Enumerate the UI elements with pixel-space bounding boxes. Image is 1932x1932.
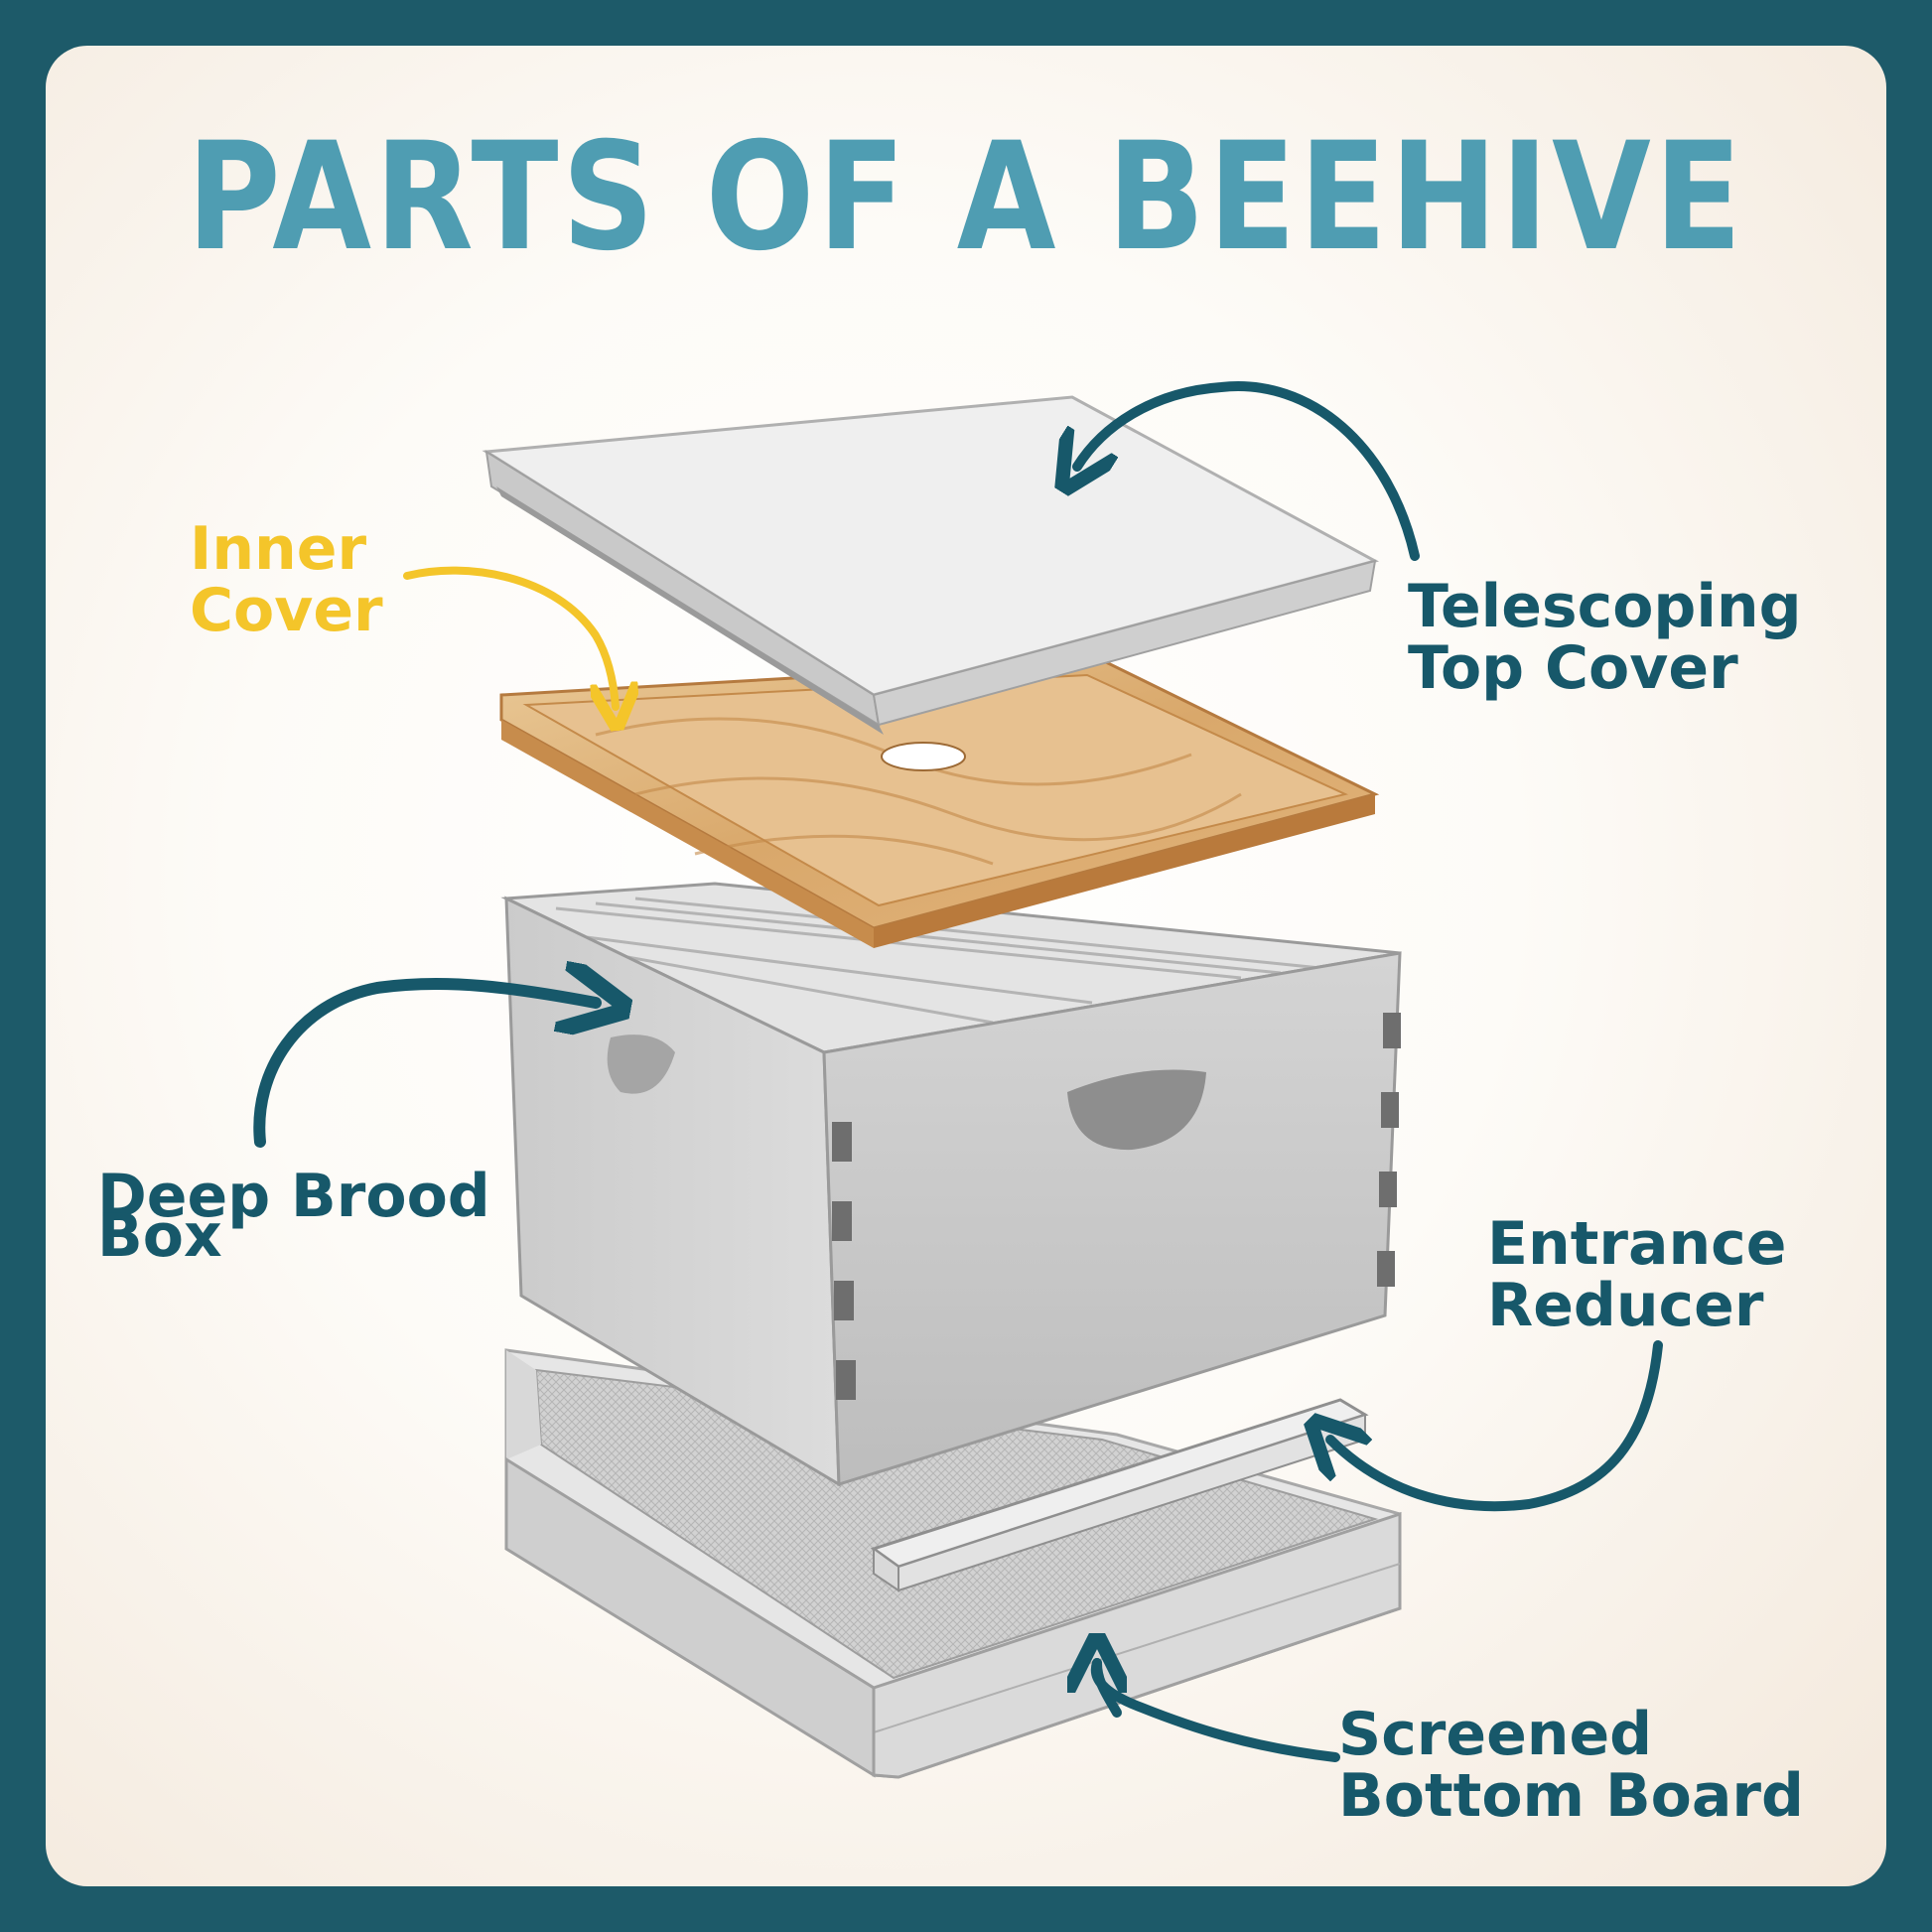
inner-cover-label: Inner Cover: [190, 514, 383, 645]
deep-brood-box-illustration: [500, 882, 1402, 1487]
inner-cover-illustration: [499, 658, 1380, 948]
page-title: PARTS OF A BEEHIVE: [187, 111, 1745, 284]
beehive-illustration: [253, 381, 1663, 1779]
telescoping-top-cover-arrow: [1077, 381, 1420, 561]
entrance-reducer-label: Entrance Reducer: [1487, 1209, 1787, 1340]
inner-cover-arrow: [403, 566, 616, 707]
arrows: [253, 381, 1663, 1762]
diagram-card: PARTS OF A BEEHIVE: [46, 46, 1886, 1886]
deep-brood-box-arrow: [253, 984, 596, 1148]
entrance-reducer-arrow: [1330, 1340, 1663, 1512]
telescoping-top-cover-label: Telescoping Top Cover: [1408, 572, 1802, 703]
deep-brood-box-label: Deep Brood Box: [97, 1162, 490, 1271]
screened-bottom-board-illustration: [504, 1348, 1402, 1779]
telescoping-top-cover-illustration: [482, 395, 1380, 735]
screened-bottom-board-label: Screened Bottom Board: [1338, 1700, 1804, 1831]
